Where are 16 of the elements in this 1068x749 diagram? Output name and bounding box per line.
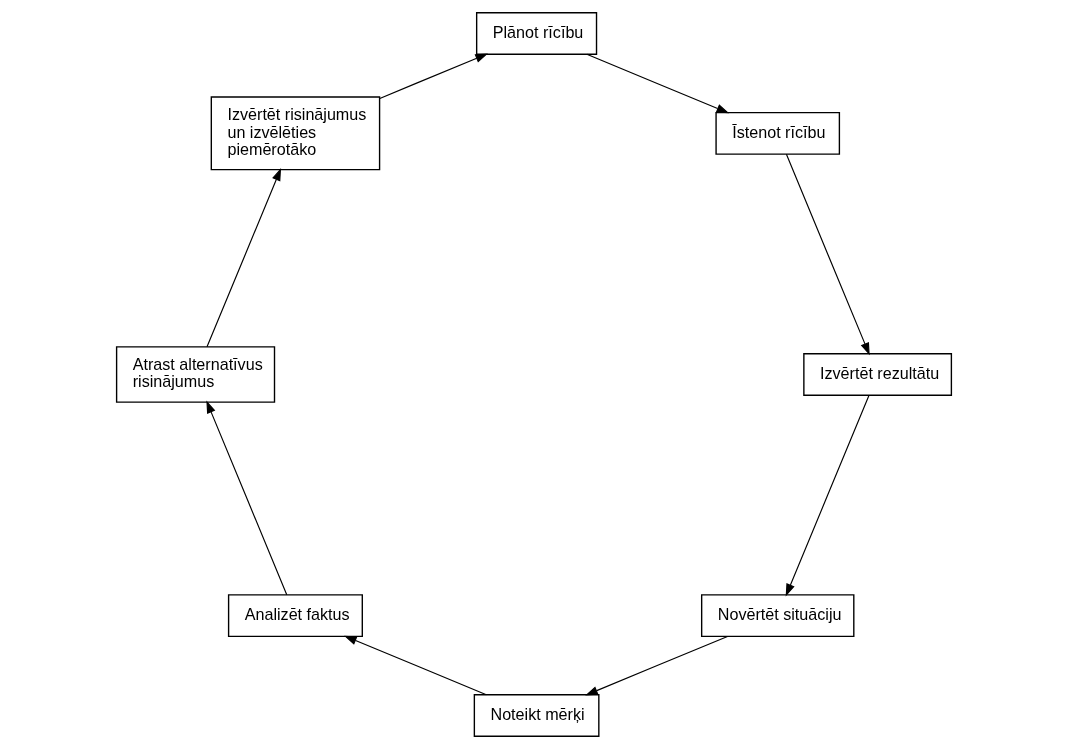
node-box: Izvērtēt rezultātu (803, 353, 953, 396)
node-box: Atrast alternatīvus risinājumus (115, 346, 276, 403)
node-box: Plānot rīcību (475, 12, 598, 55)
node-box: Novērtēt situāciju (700, 594, 855, 638)
arrow (585, 635, 729, 696)
arrow (379, 53, 488, 99)
node-box: Īstenot rīcību (715, 111, 841, 155)
arrow (785, 153, 870, 356)
node-box: Izvērtēt risinājumus un izvēlēties piemērotāko (210, 96, 381, 171)
arrow (206, 400, 288, 596)
arrow (785, 394, 870, 597)
node-box: Noteikt mērķi (473, 694, 600, 737)
arrow (206, 168, 282, 348)
arrow (344, 635, 487, 696)
arrow (586, 53, 730, 114)
node-box: Analizēt faktus (227, 594, 363, 638)
